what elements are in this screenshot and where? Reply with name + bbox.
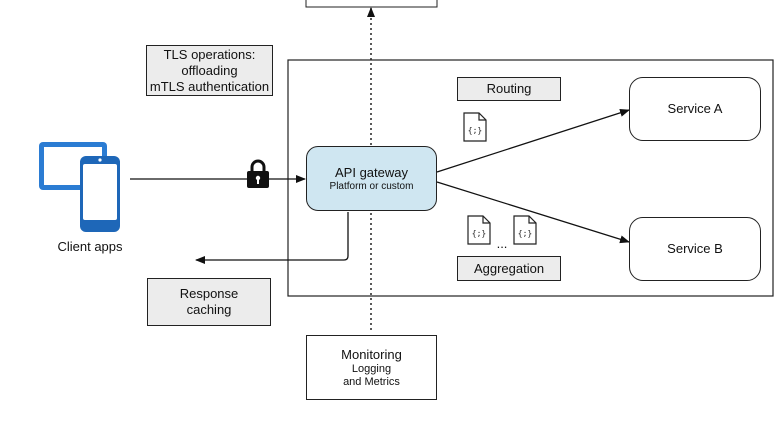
tls-line-3: mTLS authentication [149,78,270,94]
service-a-label: Service A [667,101,723,116]
gateway-container [287,59,774,297]
client-apps-label: Client apps [57,239,123,254]
lock-icon [247,159,269,188]
svg-text:{;}: {;} [468,126,482,135]
gateway-subtitle: Platform or custom [329,180,414,192]
top-box [305,0,438,8]
routing-box: Routing [457,77,561,101]
response-caching-box: Response caching [147,278,271,326]
response-caching-line-2: caching [186,302,232,317]
service-b-label: Service B [667,241,723,256]
svg-text:{;}: {;} [472,229,486,238]
devices-icon [39,142,120,232]
service-b-node: Service B [629,217,761,281]
monitoring-box: Monitoring Logging and Metrics [306,335,437,400]
json-file-icon: {;} [463,112,487,142]
tls-line-2: offloading [181,62,238,78]
monitoring-line-2: and Metrics [343,375,400,388]
tls-operations-note: TLS operations: offloading mTLS authenti… [146,45,273,96]
routing-label: Routing [486,81,532,96]
monitoring-title: Monitoring [341,346,402,362]
api-gateway-node: API gateway Platform or custom [306,146,437,211]
json-file-icon: {;} [467,215,491,245]
response-arrow [195,212,349,264]
monitoring-line-1: Logging [351,362,392,375]
gateway-to-service-a-arrow [436,108,630,173]
aggregation-label: Aggregation [473,260,545,276]
tls-line-1: TLS operations: [163,46,256,62]
json-file-icon: {;} [513,215,537,245]
gateway-to-service-b-arrow [436,181,630,244]
gateway-title: API gateway [335,164,408,180]
aggregation-box: Aggregation [457,256,561,281]
response-caching-line-1: Response [179,286,239,301]
svg-text:{;}: {;} [518,229,532,238]
service-a-node: Service A [629,77,761,141]
aggregation-ellipsis: ... [496,236,508,251]
